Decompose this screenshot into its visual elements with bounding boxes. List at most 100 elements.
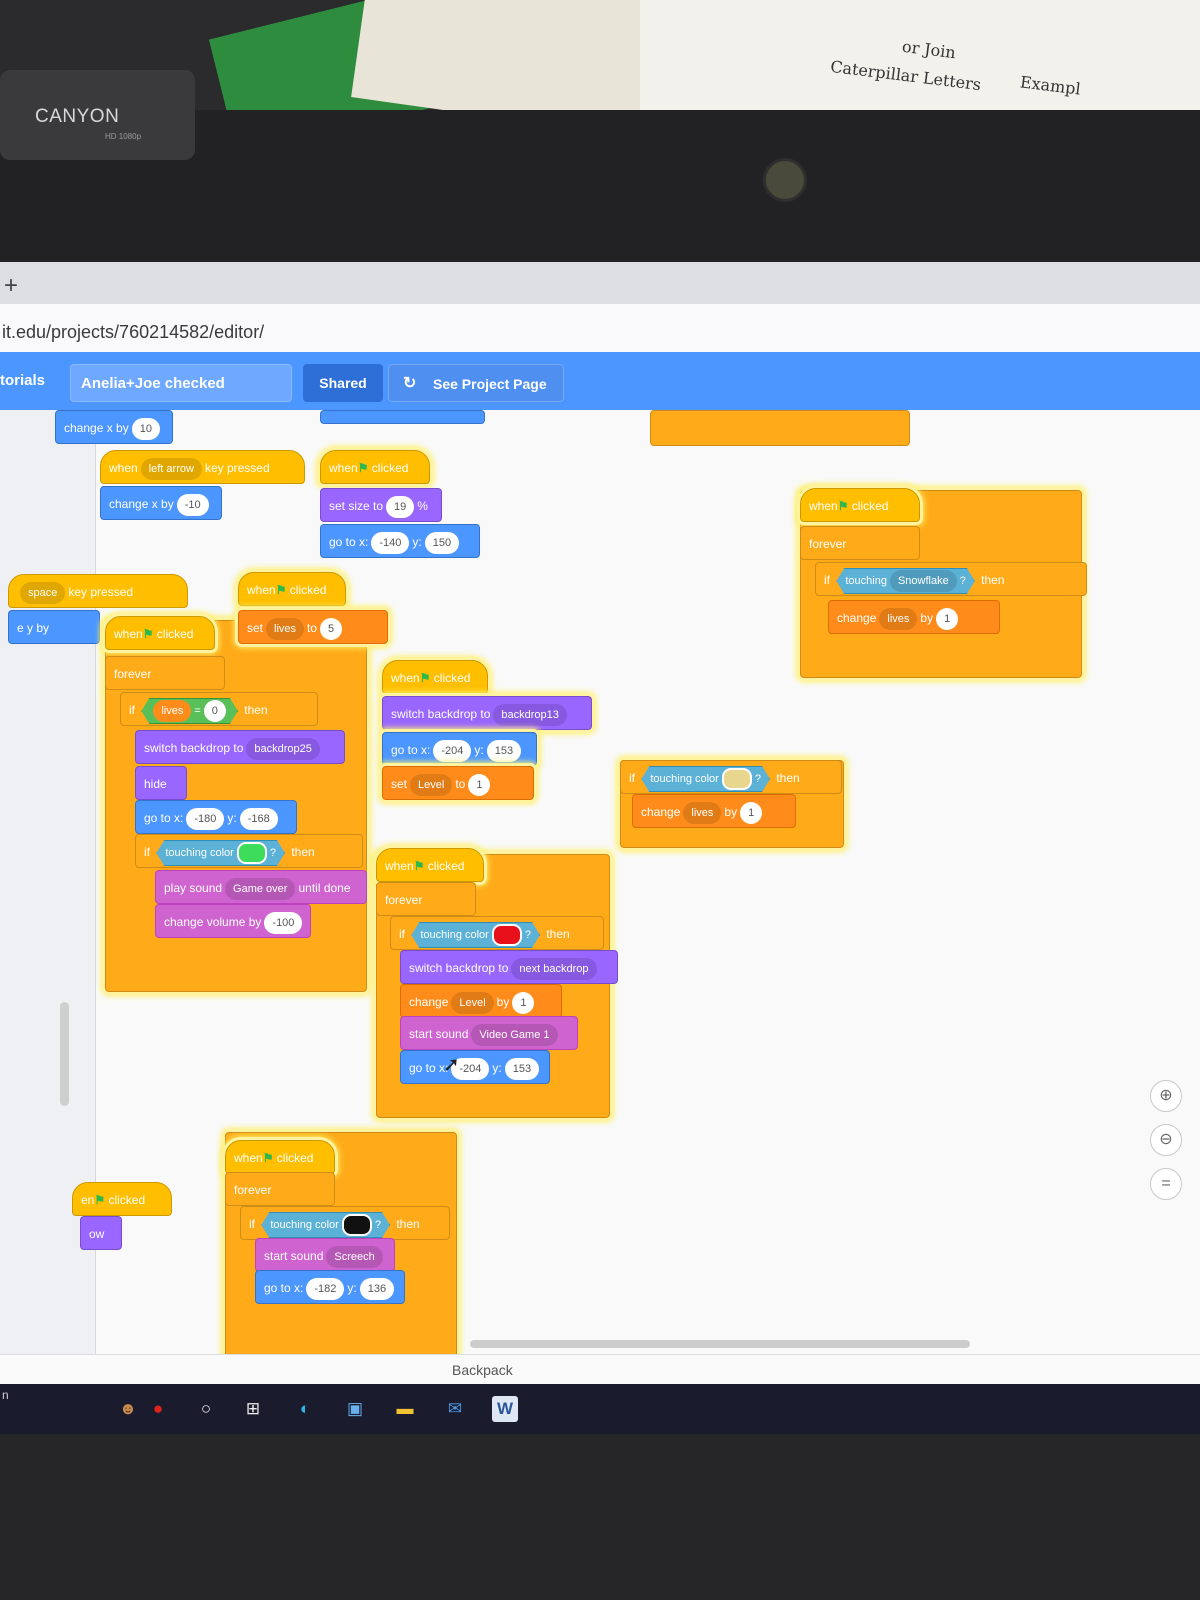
zoom-reset-icon[interactable]: = xyxy=(1150,1168,1182,1200)
green-flag-icon: ⚑ xyxy=(275,583,287,597)
green-flag-icon: ⚑ xyxy=(357,461,369,475)
when-flag-clicked-hat[interactable]: when⚑ clicked xyxy=(105,616,215,650)
desk-background: or Join Caterpillar Letters Exampl CANYO… xyxy=(0,0,1200,270)
touching-color-tan[interactable]: touching color? xyxy=(641,766,770,792)
when-flag-clicked-hat-2[interactable]: when⚑ clicked xyxy=(320,450,430,484)
url-text[interactable]: it.edu/projects/760214582/editor/ xyxy=(2,322,265,342)
if-touching-red-block[interactable]: if touching color? then xyxy=(390,916,604,950)
green-flag-icon: ⚑ xyxy=(94,1193,106,1207)
paper-text-caterpillar: Caterpillar Letters xyxy=(829,56,983,95)
when-flag-clicked-hat-3[interactable]: when⚑ clicked xyxy=(238,572,346,606)
if-touching-tan-block[interactable]: if touching color? then xyxy=(620,760,842,794)
backpack-panel[interactable]: Backpack xyxy=(0,1354,1200,1385)
vertical-scrollbar[interactable] xyxy=(60,1002,69,1106)
partial-loop-end[interactable] xyxy=(650,410,910,446)
partial-motion-block[interactable] xyxy=(320,410,485,424)
green-flag-icon: ⚑ xyxy=(262,1151,274,1165)
if-touching-black-block[interactable]: if touching color? then xyxy=(240,1206,450,1240)
touching-color-black[interactable]: touching color? xyxy=(261,1212,390,1238)
if-lives-zero-block[interactable]: if lives=0 then xyxy=(120,692,318,726)
see-project-page-label: See Project Page xyxy=(433,376,547,392)
when-flag-clicked-hat-4[interactable]: when⚑ clicked xyxy=(382,660,488,694)
laptop-bezel xyxy=(0,110,1200,270)
color-swatch-red[interactable] xyxy=(492,924,522,946)
browser-tab-bar: + xyxy=(0,262,1200,304)
change-x-neg-block[interactable]: change x by-10 xyxy=(100,486,222,520)
scratch-menubar: torials Anelia+Joe checked Shared ↻ See … xyxy=(0,352,1200,410)
remix-icon: ↻ xyxy=(403,375,417,392)
see-project-page-button[interactable]: ↻ See Project Page xyxy=(388,364,564,402)
change-volume-block[interactable]: change volume by-100 xyxy=(155,904,311,938)
paper-text-example: Exampl xyxy=(1019,72,1082,99)
when-flag-clicked-hat-5[interactable]: when⚑ clicked xyxy=(376,848,484,882)
backpack-label: Backpack xyxy=(452,1362,513,1378)
webcam-brand: CANYON xyxy=(35,106,120,127)
color-swatch-tan[interactable] xyxy=(722,768,752,790)
tutorials-link[interactable]: torials xyxy=(0,372,46,389)
zoom-out-icon[interactable]: ⊖ xyxy=(1150,1124,1182,1156)
laptop-screen: + it.edu/projects/760214582/editor/ tori… xyxy=(0,262,1200,1434)
new-tab-icon[interactable]: + xyxy=(4,272,19,299)
webcam: CANYON HD 1080p xyxy=(0,70,195,160)
when-flag-clicked-hat-8[interactable]: when⚑ clicked xyxy=(225,1140,335,1174)
horizontal-scrollbar[interactable] xyxy=(470,1340,970,1348)
touching-color-green[interactable]: touching color? xyxy=(156,840,285,866)
address-bar[interactable]: it.edu/projects/760214582/editor/ xyxy=(0,304,1200,357)
forever-label-3: forever xyxy=(800,526,920,560)
hide-block[interactable]: hide xyxy=(135,766,187,800)
change-y-block[interactable]: e y by xyxy=(8,610,100,644)
mail-icon[interactable]: ✉ xyxy=(447,1399,463,1418)
file-explorer-icon[interactable]: ▬ xyxy=(396,1399,414,1418)
green-flag-icon: ⚑ xyxy=(837,499,849,513)
show-block[interactable]: ow xyxy=(80,1216,122,1250)
word-icon[interactable]: W xyxy=(492,1396,518,1422)
color-swatch-green[interactable] xyxy=(237,842,267,864)
touching-color-red[interactable]: touching color? xyxy=(411,922,540,948)
mouse-cursor-icon: ➚ xyxy=(443,1054,460,1076)
paper-worksheet: or Join Caterpillar Letters Exampl xyxy=(640,0,1200,110)
laptop-camera xyxy=(763,158,807,202)
red-app-icon[interactable]: ● xyxy=(152,1399,164,1418)
project-title-input[interactable]: Anelia+Joe checked xyxy=(70,364,292,402)
webcam-model: HD 1080p xyxy=(105,132,142,141)
forever-label: forever xyxy=(105,656,225,690)
green-flag-icon: ⚑ xyxy=(142,627,154,641)
task-view-icon[interactable]: ⊞ xyxy=(245,1399,261,1418)
when-flag-clicked-hat-9[interactable]: en⚑ clicked xyxy=(72,1182,172,1216)
equals-operator[interactable]: lives=0 xyxy=(141,698,238,724)
paper-text-join: or Join xyxy=(901,36,957,63)
store-icon[interactable]: ▣ xyxy=(346,1399,364,1418)
when-flag-clicked-hat-7[interactable]: when⚑ clicked xyxy=(800,488,920,522)
zoom-in-icon[interactable]: ⊕ xyxy=(1150,1080,1182,1112)
color-swatch-black[interactable] xyxy=(342,1214,372,1236)
forever-label-2: forever xyxy=(376,882,476,916)
shared-button[interactable]: Shared xyxy=(303,364,383,402)
edge-icon[interactable]: ◐ xyxy=(299,1399,311,1418)
search-icon[interactable]: ○ xyxy=(200,1399,212,1418)
if-touching-green-block[interactable]: if touching color? then xyxy=(135,834,363,868)
gingerbread-icon[interactable]: ☻ xyxy=(119,1399,137,1418)
